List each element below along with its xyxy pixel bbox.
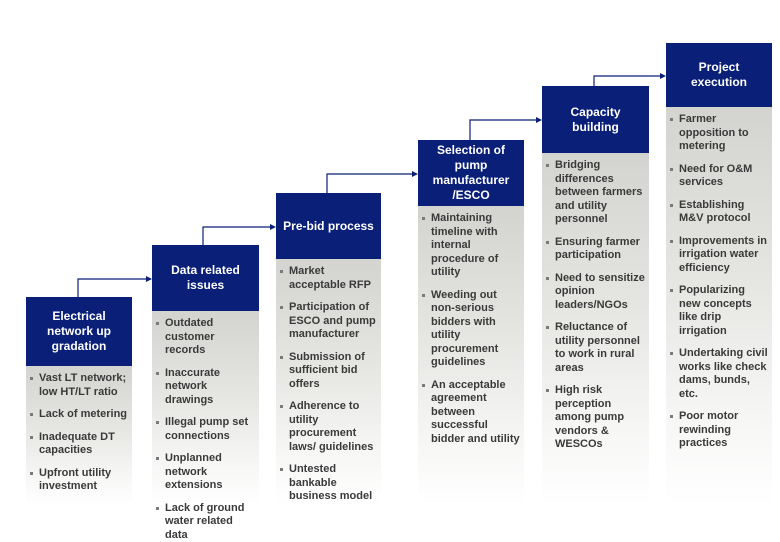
list-item: Reluctance of utility personnel to work …: [544, 321, 645, 375]
list-item: Adherence to utility procurement laws/ g…: [278, 400, 377, 454]
list-item: Lack of ground water related data: [154, 502, 255, 542]
stage-header: Project execution: [666, 43, 772, 107]
list-item: Lack of metering: [28, 408, 128, 422]
list-item: Illegal pump set connections: [154, 416, 255, 443]
list-item: Inaccurate network drawings: [154, 367, 255, 408]
list-item: Need for O&M services: [668, 163, 768, 190]
list-item: Inadequate DT capacities: [28, 431, 128, 458]
connector-5-6: [594, 76, 660, 86]
stage-title: Electrical network up gradation: [30, 309, 128, 354]
stage-header: Selection of pump manufacturer /ESCO: [418, 140, 524, 206]
issue-list: Outdated customer records Inaccurate net…: [154, 317, 255, 542]
stage-header: Capacity building: [542, 86, 649, 153]
connector-2-3: [203, 227, 270, 245]
list-item: Need to sensitize opinion leaders/NGOs: [544, 272, 645, 313]
list-item: Submission of sufficient bid offers: [278, 351, 377, 392]
stage-title: Data related issues: [156, 263, 255, 293]
list-item: Upfront utility investment: [28, 467, 128, 494]
stage-body: Bridging differences between farmers and…: [542, 153, 649, 505]
issue-list: Farmer opposition to metering Need for O…: [668, 113, 768, 451]
list-item: Untested bankable business model: [278, 463, 377, 504]
list-item: Undertaking civil works like check dams,…: [668, 347, 768, 401]
list-item: Bridging differences between farmers and…: [544, 159, 645, 227]
list-item: Market acceptable RFP: [278, 265, 377, 292]
stage-header: Data related issues: [152, 245, 259, 311]
issue-list: Bridging differences between farmers and…: [544, 159, 645, 452]
connector-3-4: [327, 174, 412, 193]
list-item: High risk perception among pump vendors …: [544, 384, 645, 452]
list-item: Outdated customer records: [154, 317, 255, 358]
stage-body: Vast LT network; low HT/LT ratio Lack of…: [26, 366, 132, 506]
list-item: Farmer opposition to metering: [668, 113, 768, 154]
list-item: Poor motor rewinding practices: [668, 410, 768, 451]
connector-4-5: [470, 120, 536, 140]
list-item: Weeding out non-serious bidders with uti…: [420, 289, 520, 370]
stage-body: Maintaining timeline with internal proce…: [418, 206, 524, 505]
list-item: Vast LT network; low HT/LT ratio: [28, 372, 128, 399]
connector-1-2: [78, 279, 146, 297]
list-item: Popularizing new concepts like drip irri…: [668, 284, 768, 338]
stage-body: Outdated customer records Inaccurate net…: [152, 311, 259, 505]
list-item: Unplanned network extensions: [154, 452, 255, 493]
issue-list: Maintaining timeline with internal proce…: [420, 212, 520, 446]
stage-title: Selection of pump manufacturer /ESCO: [422, 143, 520, 203]
list-item: Ensuring farmer participation: [544, 236, 645, 263]
stage-title: Pre-bid process: [283, 219, 374, 234]
list-item: Improvements in irrigation water efficie…: [668, 235, 768, 276]
stage-header: Electrical network up gradation: [26, 297, 132, 366]
stage-title: Capacity building: [546, 105, 645, 135]
stage-header: Pre-bid process: [276, 193, 381, 259]
issue-list: Vast LT network; low HT/LT ratio Lack of…: [28, 372, 128, 494]
stage-body: Market acceptable RFP Participation of E…: [276, 259, 381, 505]
issue-list: Market acceptable RFP Participation of E…: [278, 265, 377, 504]
list-item: Participation of ESCO and pump manufactu…: [278, 301, 377, 342]
list-item: An acceptable agreement between successf…: [420, 379, 520, 447]
list-item: Establishing M&V protocol: [668, 199, 768, 226]
list-item: Maintaining timeline with internal proce…: [420, 212, 520, 280]
stage-title: Project execution: [670, 60, 768, 90]
stage-body: Farmer opposition to metering Need for O…: [666, 107, 772, 505]
